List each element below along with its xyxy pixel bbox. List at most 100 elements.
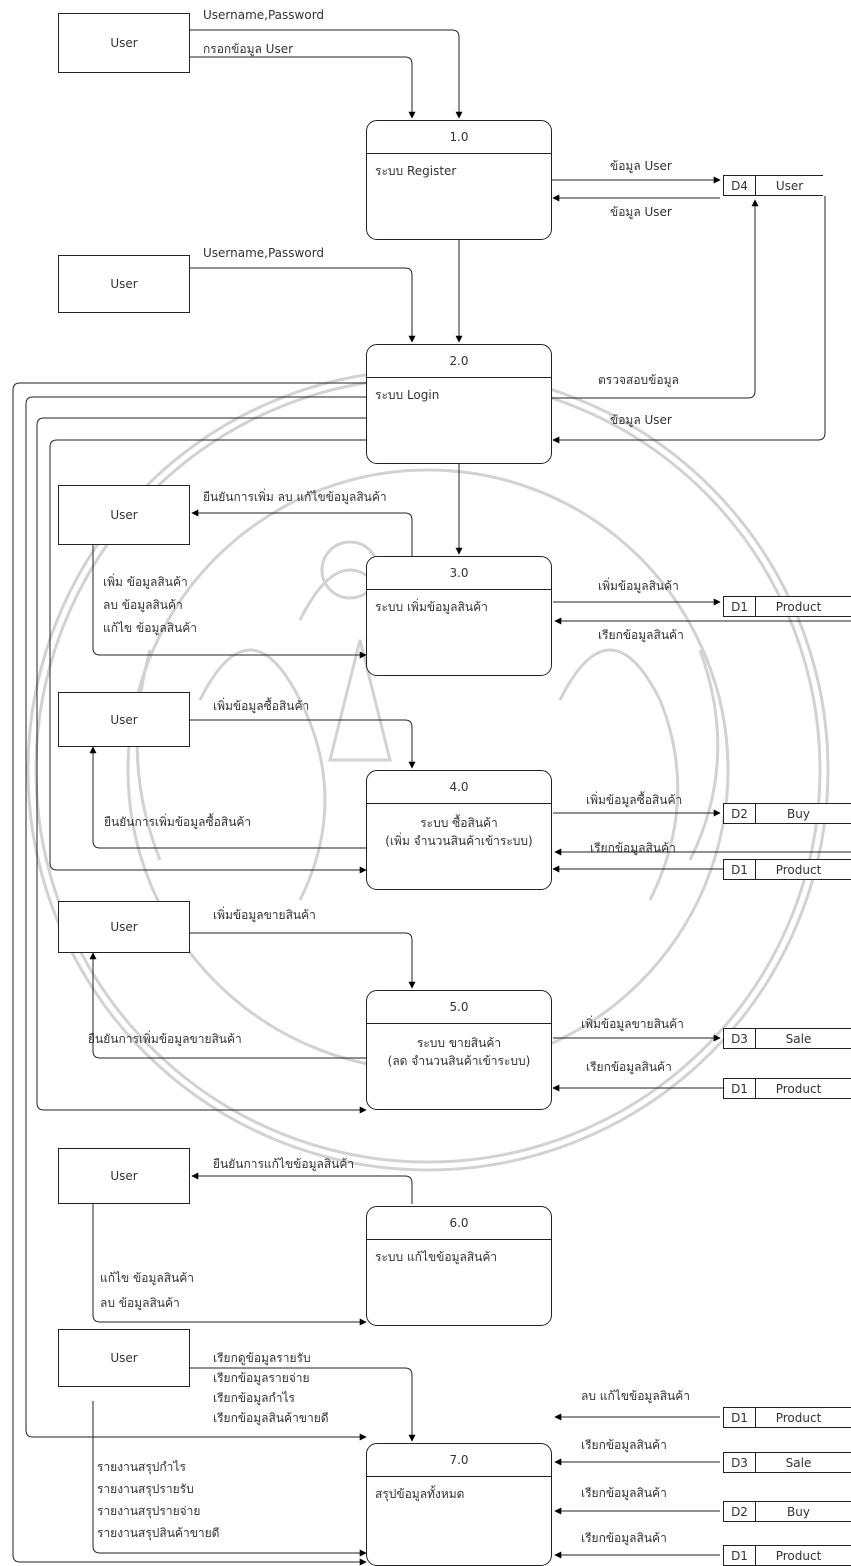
process-name: ระบบ ขายสินค้า (ลด จำนวนสินค้าเข้าระบบ) — [367, 1024, 551, 1070]
process-id: 2.0 — [367, 345, 551, 378]
flow-label: เรียกข้อมูลสินค้าขายดี — [213, 1411, 329, 1425]
external-entity-user: User — [58, 901, 190, 953]
flow-line — [190, 29, 463, 119]
store-name: Product — [775, 599, 822, 614]
process-id: 4.0 — [367, 771, 551, 804]
external-entity-user: User — [58, 1329, 190, 1387]
flow-label: ยืนยันการแก้ไขข้อมูลสินค้า — [213, 1157, 355, 1171]
store-id: D2 — [724, 804, 756, 823]
flow-label: แก้ไข ข้อมูลสินค้า — [100, 1271, 195, 1285]
process-name: ระบบ แก้ไขข้อมูลสินค้า — [375, 1250, 498, 1264]
process-6: 6.0 ระบบ แก้ไขข้อมูลสินค้า — [366, 1206, 552, 1326]
flow-line — [92, 1204, 367, 1326]
flow-label: เพิ่มข้อมูลซื้อสินค้า — [586, 793, 683, 807]
store-id: D1 — [724, 860, 756, 879]
data-store-buy: D2 Buy — [723, 803, 851, 824]
flow-label: ข้อมูล User — [610, 413, 672, 427]
flow-label: เพิ่มข้อมูลขายสินค้า — [213, 908, 316, 922]
flow-line — [190, 932, 416, 989]
process-4: 4.0 ระบบ ซื้อสินค้า (เพิ่ม จำนวนสินค้าเข… — [366, 770, 552, 890]
data-store-product: D1 Product — [723, 859, 851, 880]
flow-line — [89, 952, 366, 1059]
process-id: 3.0 — [367, 557, 551, 590]
store-id: D1 — [724, 1079, 756, 1098]
store-id: D4 — [724, 176, 756, 195]
flow-label-group: แก้ไข ข้อมูลสินค้า ลบ ข้อมูลสินค้า — [100, 1266, 194, 1316]
data-store-product: D1 Product — [723, 1078, 851, 1099]
flow-label: ยืนยันการเพิ่ม ลบ แก้ไขข้อมูลสินค้า — [203, 490, 387, 504]
flow-label: เพิ่มข้อมูลสินค้า — [598, 579, 679, 593]
flow-line — [92, 1401, 367, 1557]
flow-line — [552, 196, 826, 444]
data-store-buy: D2 Buy — [723, 1501, 851, 1522]
flow-label: แก้ไข ข้อมูลสินค้า — [103, 621, 198, 635]
process-name-line: (ลด จำนวนสินค้าเข้าระบบ) — [387, 1054, 531, 1068]
flow-label: รายงานสรุปสินค้าขายดี — [97, 1526, 220, 1540]
flow-line — [25, 396, 367, 1441]
flow-line — [36, 417, 367, 1114]
flow-line — [190, 267, 416, 343]
store-name: User — [775, 178, 804, 193]
external-entity-user: User — [58, 13, 190, 73]
flow-label: เรียกข้อมูลสินค้า — [598, 628, 684, 642]
flow-label: ลบ ข้อมูลสินค้า — [103, 598, 183, 612]
flow-label: รายงานสรุปรายรับ — [97, 1482, 194, 1496]
flow-label: เพิ่มข้อมูลซื้อสินค้า — [213, 699, 310, 713]
data-store-sale: D3 Sale — [723, 1028, 851, 1049]
process-name: สรุปข้อมูลทั้งหมด — [375, 1487, 465, 1501]
flow-label: ข้อมูล User — [610, 159, 672, 173]
flow-label: เรียกข้อมูลกำไร — [213, 1391, 296, 1405]
store-id: D3 — [724, 1453, 756, 1472]
store-id: D3 — [724, 1029, 756, 1048]
process-name: ระบบ Login — [375, 388, 440, 402]
flow-label-group: เพิ่ม ข้อมูลสินค้า ลบ ข้อมูลสินค้า แก้ไข… — [103, 571, 197, 640]
process-2: 2.0 ระบบ Login — [366, 344, 552, 464]
flow-label-group: รายงานสรุปกำไร รายงานสรุปรายรับ รายงานสร… — [97, 1456, 219, 1544]
flow-label: เรียกข้อมูลสินค้า — [590, 841, 676, 855]
store-name: Buy — [787, 806, 810, 821]
process-7: 7.0 สรุปข้อมูลทั้งหมด — [366, 1443, 552, 1566]
external-entity-user: User — [58, 485, 190, 545]
flow-label: ตรวจสอบข้อมูล — [598, 373, 679, 387]
store-name: Sale — [785, 1031, 812, 1046]
flow-label: เรียกข้อมูลสินค้า — [581, 1531, 667, 1545]
flow-line — [191, 1172, 413, 1204]
store-name: Product — [775, 862, 822, 877]
flow-label: ข้อมูล User — [610, 205, 672, 219]
flow-label: เพิ่มข้อมูลขายสินค้า — [581, 1017, 684, 1031]
flow-line — [551, 199, 759, 399]
flow-label: เรียกข้อมูลสินค้า — [581, 1438, 667, 1452]
process-name-line: ระบบ ขายสินค้า — [416, 1036, 502, 1050]
flow-label: กรอกข้อมูล User — [203, 42, 294, 56]
store-id: D1 — [724, 597, 756, 616]
flow-label: เรียกข้อมูลรายจ่าย — [213, 1371, 310, 1385]
data-store-product: D1 Product — [723, 1407, 851, 1428]
external-entity-user: User — [58, 692, 190, 747]
flow-label: ลบ แก้ไขข้อมูลสินค้า — [581, 1389, 690, 1403]
process-id: 1.0 — [367, 121, 551, 154]
flow-label: Username,Password — [203, 246, 325, 260]
process-name: ระบบ Register — [375, 164, 457, 178]
data-store-sale: D3 Sale — [723, 1452, 851, 1473]
flow-label: ลบ ข้อมูลสินค้า — [100, 1296, 180, 1310]
process-name: ระบบ ซื้อสินค้า (เพิ่ม จำนวนสินค้าเข้าระ… — [367, 804, 551, 850]
flow-line — [49, 439, 367, 874]
store-name: Product — [775, 1548, 822, 1563]
external-entity-user: User — [58, 255, 190, 313]
flow-line — [190, 56, 416, 119]
store-name: Buy — [787, 1504, 810, 1519]
flow-label: เพิ่ม ข้อมูลสินค้า — [103, 575, 188, 589]
process-1: 1.0 ระบบ Register — [366, 120, 552, 240]
flow-line — [12, 382, 367, 1566]
store-id: D1 — [724, 1408, 756, 1427]
flow-label: เรียกดูข้อมูลรายรับ — [213, 1351, 311, 1365]
flow-line — [89, 746, 366, 849]
flow-line — [191, 509, 413, 556]
flow-label: รายงานสรุปรายจ่าย — [97, 1504, 201, 1518]
flow-label: เรียกข้อมูลสินค้า — [581, 1486, 667, 1500]
flow-line — [190, 719, 416, 769]
process-5: 5.0 ระบบ ขายสินค้า (ลด จำนวนสินค้าเข้าระ… — [366, 990, 552, 1110]
flow-label: ยืนยันการเพิ่มข้อมูลซื้อสินค้า — [104, 815, 252, 829]
external-entity-user: User — [58, 1148, 190, 1204]
